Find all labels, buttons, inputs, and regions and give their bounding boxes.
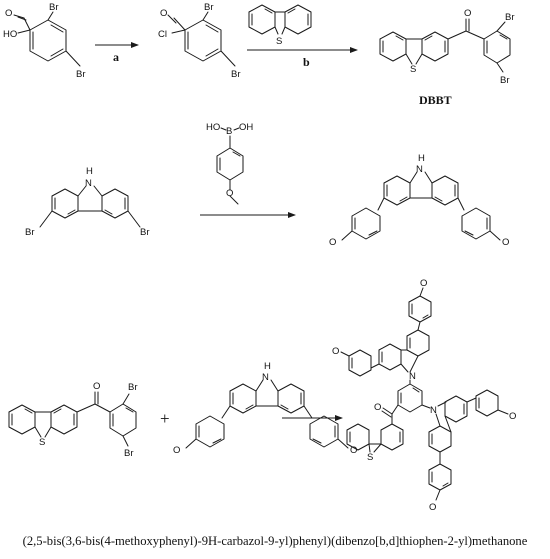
atom-o: O: [160, 8, 167, 19]
atom-h: H: [264, 361, 271, 372]
atom-ho: HO: [3, 29, 17, 40]
dbbt-reactant-structure: S O Br Br: [8, 381, 138, 459]
atom-n: N: [430, 405, 437, 416]
atom-s: S: [410, 64, 416, 75]
atom-n: N: [262, 372, 269, 383]
atom-cl: Cl: [158, 29, 167, 40]
atom-n: N: [416, 164, 423, 175]
atom-o: O: [350, 445, 357, 456]
atom-o: O: [502, 237, 509, 248]
atom-s: S: [367, 452, 373, 463]
atom-s: S: [276, 36, 282, 47]
atom-o: O: [173, 445, 180, 456]
atom-o: O: [329, 237, 336, 248]
dibromocarbazole-structure: N H Br Br: [25, 166, 150, 238]
atom-br: Br: [124, 448, 134, 459]
atom-br: Br: [140, 227, 150, 238]
bis-methoxyphenyl-carbazole-structure: N H O O: [329, 153, 509, 248]
dibenzothiophene-reagent-structure: S: [248, 4, 312, 47]
atom-o: O: [420, 278, 427, 289]
product-name-caption: (2,5-bis(3,6-bis(4-methoxyphenyl)-9H-car…: [22, 534, 528, 548]
atom-br: Br: [25, 227, 35, 238]
atom-br: Br: [76, 69, 86, 80]
atom-o: O: [429, 502, 436, 513]
carbazole-reactant-structure: N H O O: [173, 361, 357, 456]
atom-br: Br: [500, 75, 510, 86]
dibromobenzoyl-chloride-structure: Br O Cl Br: [158, 2, 241, 80]
atom-s: S: [39, 437, 45, 448]
dbbt-product-structure: S O Br Br: [379, 8, 515, 86]
atom-b: B: [226, 126, 232, 137]
atom-n: N: [85, 178, 92, 189]
atom-o: O: [5, 8, 12, 19]
atom-o: O: [464, 8, 471, 19]
atom-o: O: [332, 346, 339, 357]
atom-o: O: [374, 402, 381, 413]
dbbt-label: DBBT: [419, 93, 452, 107]
atom-br: Br: [505, 12, 515, 23]
final-product-structure: O N O O S: [332, 278, 516, 513]
atom-o: O: [509, 411, 516, 422]
atom-n: N: [409, 371, 416, 382]
atom-br: Br: [231, 69, 241, 80]
atom-o: O: [93, 381, 100, 392]
atom-br: Br: [49, 2, 59, 13]
atom-h: H: [86, 166, 93, 177]
methoxyphenylboronic-acid-structure: HO B OH O: [206, 122, 253, 205]
reagent-label-b: b: [303, 55, 310, 69]
atom-h: H: [418, 153, 425, 164]
dibromobenzoic-acid-structure: Br O HO Br: [3, 2, 86, 80]
plus-sign: +: [160, 409, 170, 428]
atom-br: Br: [204, 2, 214, 13]
atom-br: Br: [128, 382, 138, 393]
atom-oh: OH: [239, 122, 253, 133]
reagent-label-a: a: [113, 50, 119, 64]
atom-o: O: [226, 188, 233, 199]
atom-ho: HO: [206, 122, 220, 133]
